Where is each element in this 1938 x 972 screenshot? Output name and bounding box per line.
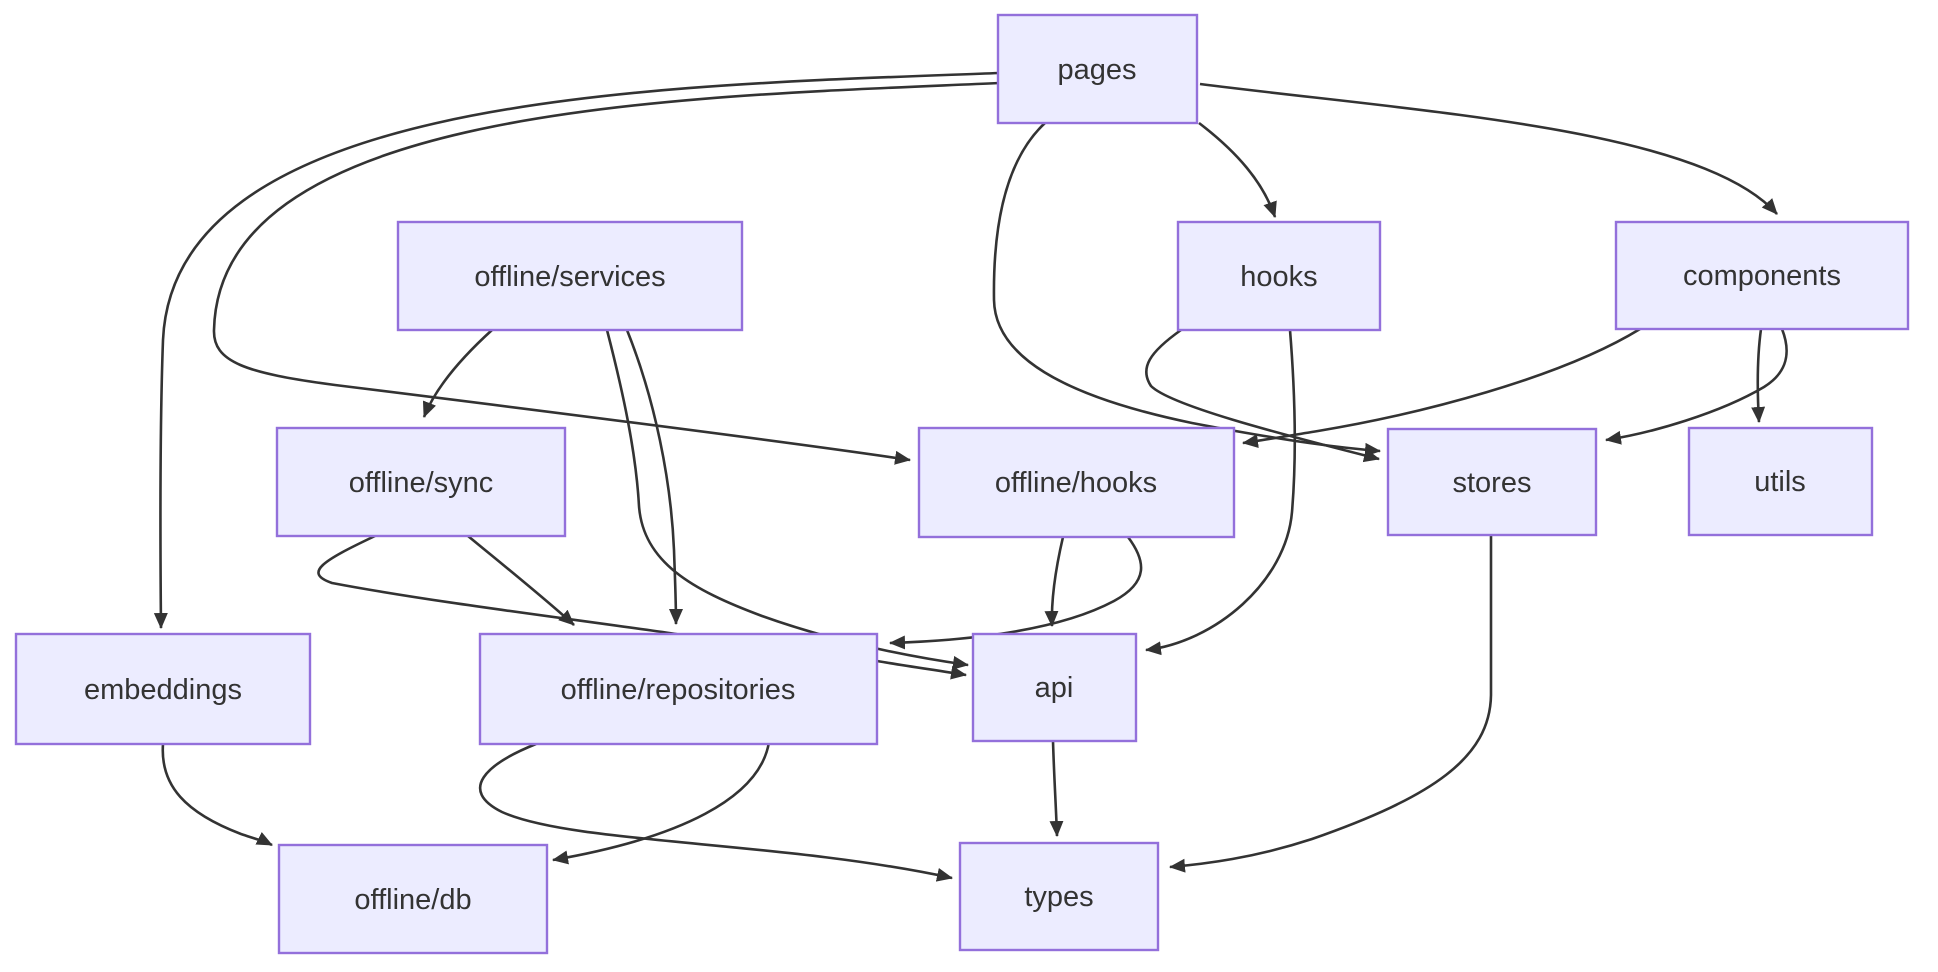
node-label-utils: utils — [1754, 466, 1806, 498]
edge-hooks-stores — [1145, 328, 1380, 463]
node-label-offline-sync: offline/sync — [349, 467, 494, 499]
node-offline-hooks: offline/hooks — [917, 426, 1236, 539]
edge-offline-repositories-types — [478, 742, 953, 882]
edge-offline-sync-offline-repositories — [467, 534, 575, 626]
node-label-offline-services: offline/services — [474, 261, 665, 293]
node-label-offline-hooks: offline/hooks — [995, 467, 1157, 499]
node-label-api: api — [1035, 672, 1074, 704]
node-label-stores: stores — [1453, 467, 1532, 499]
node-offline-sync: offline/sync — [275, 426, 567, 538]
edge-offline-services-api — [605, 329, 969, 670]
edge-pages-hooks — [1198, 121, 1277, 218]
node-stores: stores — [1386, 427, 1598, 537]
edge-embeddings-offline-db — [161, 743, 273, 847]
node-components: components — [1614, 220, 1910, 331]
edge-offline-hooks-offline-repositories — [889, 536, 1143, 650]
edge-stores-types — [1169, 535, 1493, 873]
node-api: api — [971, 632, 1138, 743]
edge-components-offline-hooks — [1242, 327, 1641, 448]
node-label-components: components — [1683, 260, 1841, 292]
node-label-types: types — [1024, 881, 1093, 913]
node-embeddings: embeddings — [14, 632, 312, 746]
edge-offline-services-offline-repositories — [625, 329, 683, 625]
node-offline-repositories: offline/repositories — [478, 632, 879, 746]
edge-pages-components — [1199, 82, 1778, 215]
node-utils: utils — [1687, 426, 1874, 537]
edge-hooks-api — [1145, 329, 1297, 656]
node-label-pages: pages — [1057, 54, 1136, 86]
node-offline-services: offline/services — [396, 220, 744, 332]
edge-api-types — [1049, 740, 1064, 837]
node-pages: pages — [996, 13, 1199, 125]
node-label-offline-repositories: offline/repositories — [561, 674, 796, 706]
node-types: types — [958, 841, 1160, 952]
node-layer: pages offline/services hooks components … — [14, 13, 1910, 955]
node-hooks: hooks — [1176, 220, 1382, 332]
edge-pages-offline-hooks — [212, 81, 1000, 465]
edge-components-stores — [1605, 328, 1788, 445]
node-label-hooks: hooks — [1240, 261, 1317, 293]
node-label-embeddings: embeddings — [84, 674, 242, 706]
edge-components-utils — [1751, 328, 1766, 423]
edge-offline-repositories-api — [876, 659, 967, 680]
edge-pages-embeddings — [153, 71, 1000, 629]
edge-offline-hooks-api — [1044, 536, 1065, 627]
node-label-offline-db: offline/db — [354, 884, 471, 916]
edge-offline-services-offline-sync — [422, 329, 493, 418]
node-offline-db: offline/db — [277, 843, 549, 955]
edge-pages-stores — [992, 122, 1381, 457]
